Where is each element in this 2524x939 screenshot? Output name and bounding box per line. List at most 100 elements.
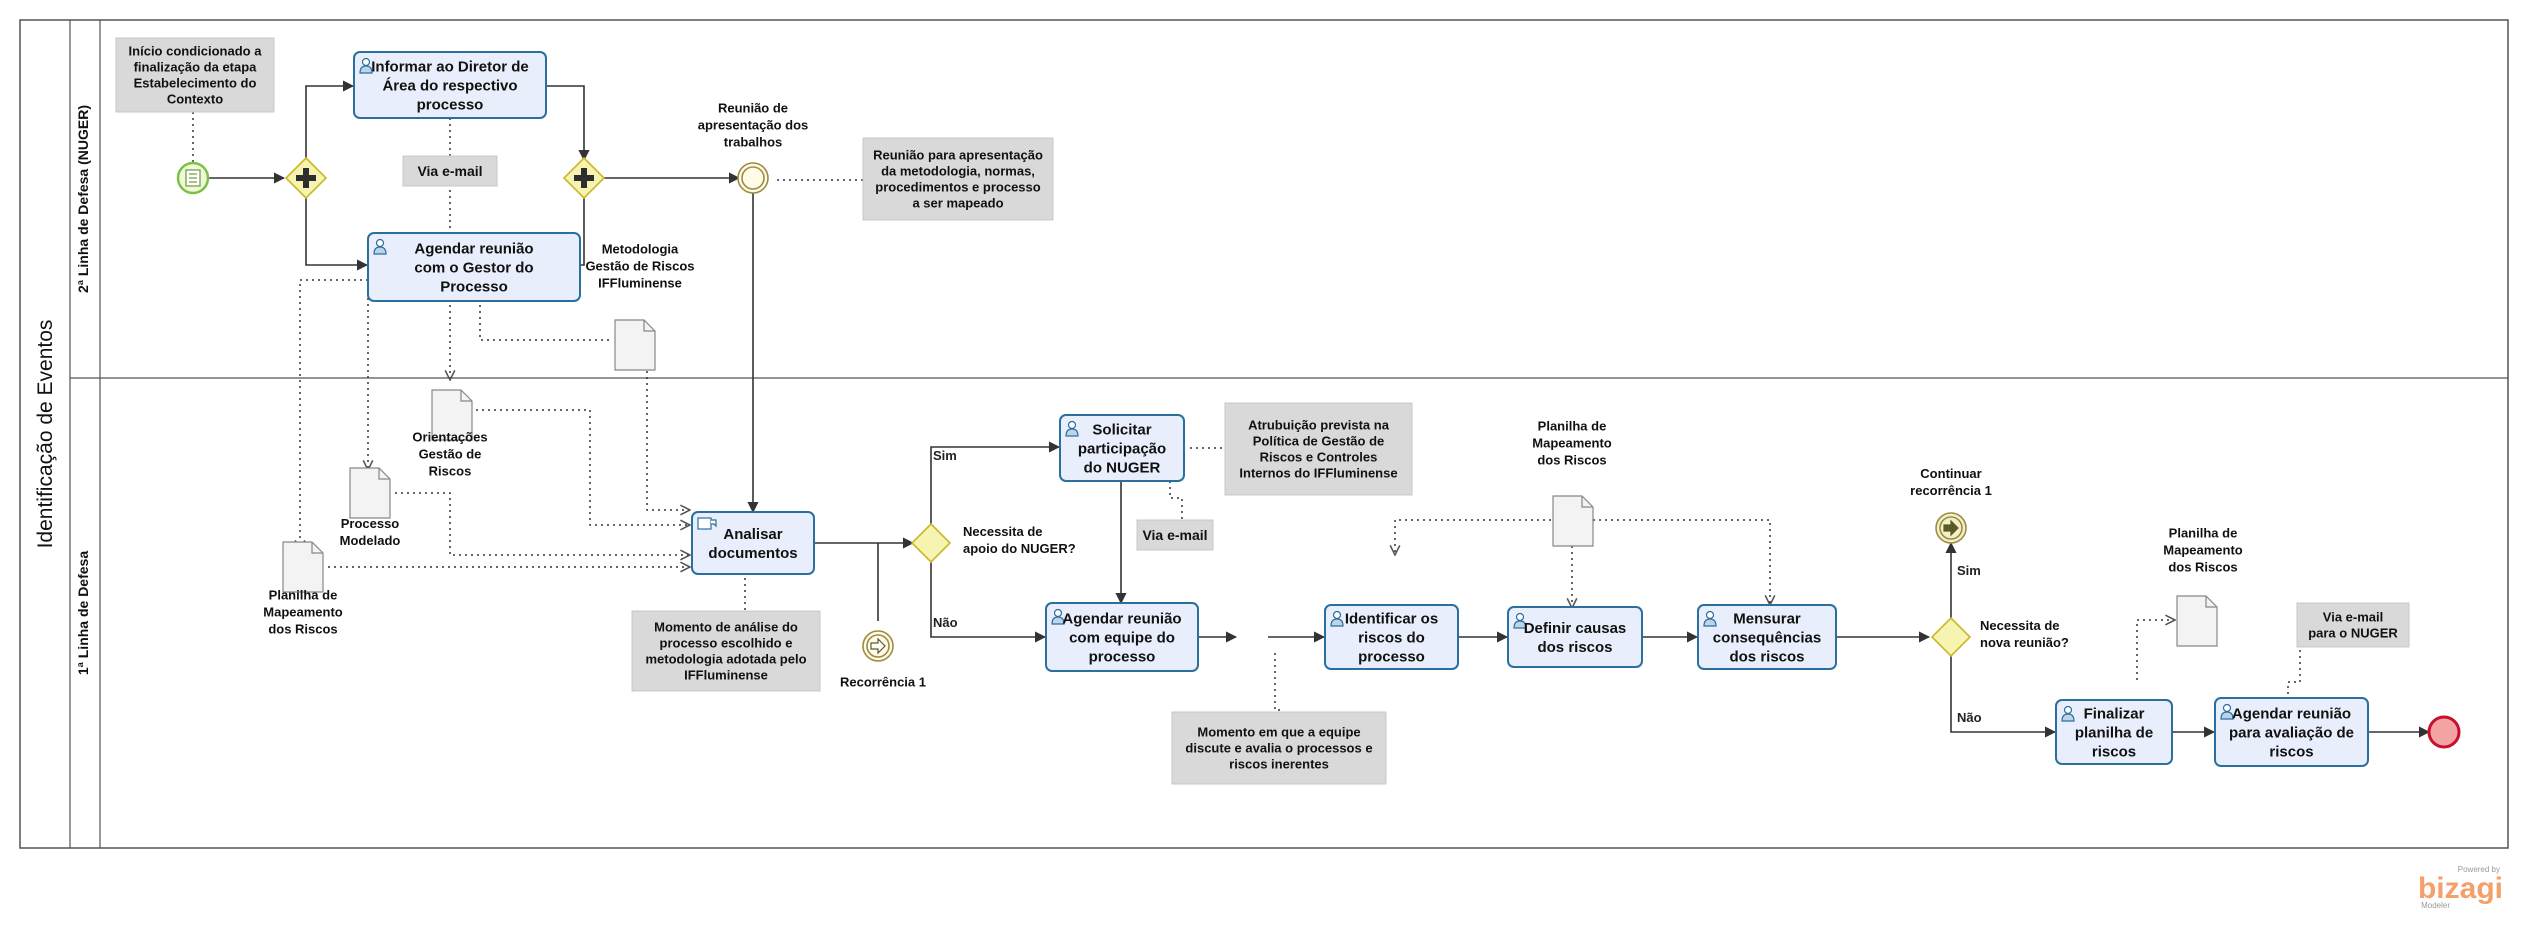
task-solicitar-line: Solicitar: [1092, 421, 1151, 438]
lane-label-bottom: 1ª Linha de Defesa: [75, 551, 91, 675]
task-agendar-avaliacao-line: riscos: [2269, 743, 2313, 760]
flow-label-sim-reuniao: Sim: [1957, 563, 1981, 578]
ev-reuniao-apresentacao[interactable]: Reunião de apresentação dos trabalhos: [698, 101, 809, 194]
flow-label-nao-apoio: Não: [933, 615, 958, 630]
note-via-email-1[interactable]: Via e-mail: [402, 155, 498, 187]
ev-continuar-line: Continuar: [1920, 466, 1981, 481]
parallel-gateway[interactable]: [284, 156, 328, 200]
task-solicitar[interactable]: Solicitar participação do NUGER: [1059, 414, 1185, 482]
gw-nova-reuniao[interactable]: Necessita de nova reunião?: [1930, 616, 2069, 658]
list-icon: [185, 169, 201, 187]
note-momento-analise-line: metodologia adotada pelo: [645, 652, 806, 667]
task-informar[interactable]: Informar ao Diretor de Área do respectivo…: [353, 51, 547, 119]
user-icon: [2220, 703, 2234, 720]
ev-reuniao-apresentacao-line: apresentação dos: [698, 118, 809, 133]
gw-apoio[interactable]: Necessita de apoio do NUGER?: [910, 522, 1076, 564]
task-agendar-avaliacao-line: para avaliação de: [2229, 724, 2354, 741]
task-solicitar-line: do NUGER: [1084, 459, 1161, 476]
note-via-email-3-line: Via e-mail: [2323, 610, 2383, 625]
ev-reuniao-apresentacao-line: Reunião de: [718, 101, 788, 116]
logo-powered: Powered by: [2458, 865, 2500, 874]
note-atribuicao-line: Riscos e Controles: [1260, 450, 1378, 465]
note-atribuicao-line: Atrubuição prevista na: [1248, 418, 1390, 433]
document-icon: [431, 389, 473, 441]
note-atribuicao-line: Internos do IFFluminense: [1239, 466, 1397, 481]
task-informar-line: Área do respectivo: [382, 77, 517, 94]
task-mensurar-line: Mensurar: [1733, 610, 1801, 627]
flow-label-sim-apoio: Sim: [933, 448, 957, 463]
note-inicio-line: Início condicionado a: [129, 44, 263, 59]
document-icon: [282, 541, 324, 593]
doc-orientacoes-line: Orientações: [412, 430, 487, 445]
task-analisar-line: documentos: [708, 545, 797, 562]
lane-label-top: 2ª Linha de Defesa (NUGER): [75, 105, 91, 293]
note-reuniao-line: Reunião para apresentação: [873, 148, 1043, 163]
bizagi-logo: Powered by bizagi Modeler: [2418, 865, 2503, 910]
task-solicitar-line: participação: [1078, 440, 1166, 457]
doc-metodologia-line: Gestão de Riscos: [585, 259, 694, 274]
user-icon: [1330, 610, 1344, 627]
task-identificar-line: riscos do: [1358, 629, 1425, 646]
note-inicio-line: Estabelecimento do: [134, 76, 257, 91]
task-agendar-gestor-line: Processo: [440, 278, 508, 295]
plus-icon: [574, 168, 594, 188]
gw-apoio-label: apoio do NUGER?: [963, 541, 1076, 556]
note-via-email-2-line: Via e-mail: [1142, 527, 1207, 543]
start-event[interactable]: [176, 161, 210, 195]
doc-planilha-2-line: dos Riscos: [1537, 453, 1606, 468]
user-icon: [1051, 608, 1065, 625]
user-icon: [2061, 705, 2075, 722]
gw-nova-reuniao-label: nova reunião?: [1980, 635, 2069, 650]
task-informar-line: Informar ao Diretor de: [371, 58, 529, 75]
logo-brand: bizagi: [2418, 872, 2503, 905]
task-finalizar-line: Finalizar: [2084, 705, 2145, 722]
note-atribuicao-line: Política de Gestão de: [1253, 434, 1385, 449]
document-icon: [1552, 495, 1594, 547]
ev-recorrencia[interactable]: Recorrência 1: [840, 630, 926, 690]
user-icon: [1703, 610, 1717, 627]
note-momento-analise-line: IFFluminense: [684, 668, 768, 683]
note-momento-analise-line: Momento de análise do: [654, 620, 798, 635]
task-informar-line: processo: [417, 96, 484, 113]
gw-apoio-label: Necessita de: [963, 524, 1043, 539]
user-icon: [1065, 420, 1079, 437]
note-reuniao-line: da metodologia, normas,: [881, 164, 1035, 179]
doc-planilha-3-line: dos Riscos: [2168, 560, 2237, 575]
task-agendar-equipe-line: com equipe do: [1069, 629, 1175, 646]
doc-processo-modelado-line: Processo: [341, 516, 400, 531]
plus-icon: [296, 168, 316, 188]
note-momento-equipe-line: discute e avalia o processos e: [1185, 741, 1372, 756]
parallel-gateway[interactable]: [562, 156, 606, 200]
link-arrow-icon: [1943, 519, 1959, 537]
end-event[interactable]: [2427, 715, 2461, 749]
note-via-email-1-line: Via e-mail: [417, 163, 482, 179]
note-momento-analise-line: processo escolhido e: [660, 636, 793, 651]
document-icon: [349, 467, 391, 519]
note-reuniao-line: a ser mapeado: [912, 196, 1003, 211]
note-via-email-2[interactable]: Via e-mail: [1136, 519, 1214, 551]
gw-nova-reuniao-label: Necessita de: [1980, 618, 2060, 633]
ev-reuniao-apresentacao-line: trabalhos: [724, 135, 783, 150]
